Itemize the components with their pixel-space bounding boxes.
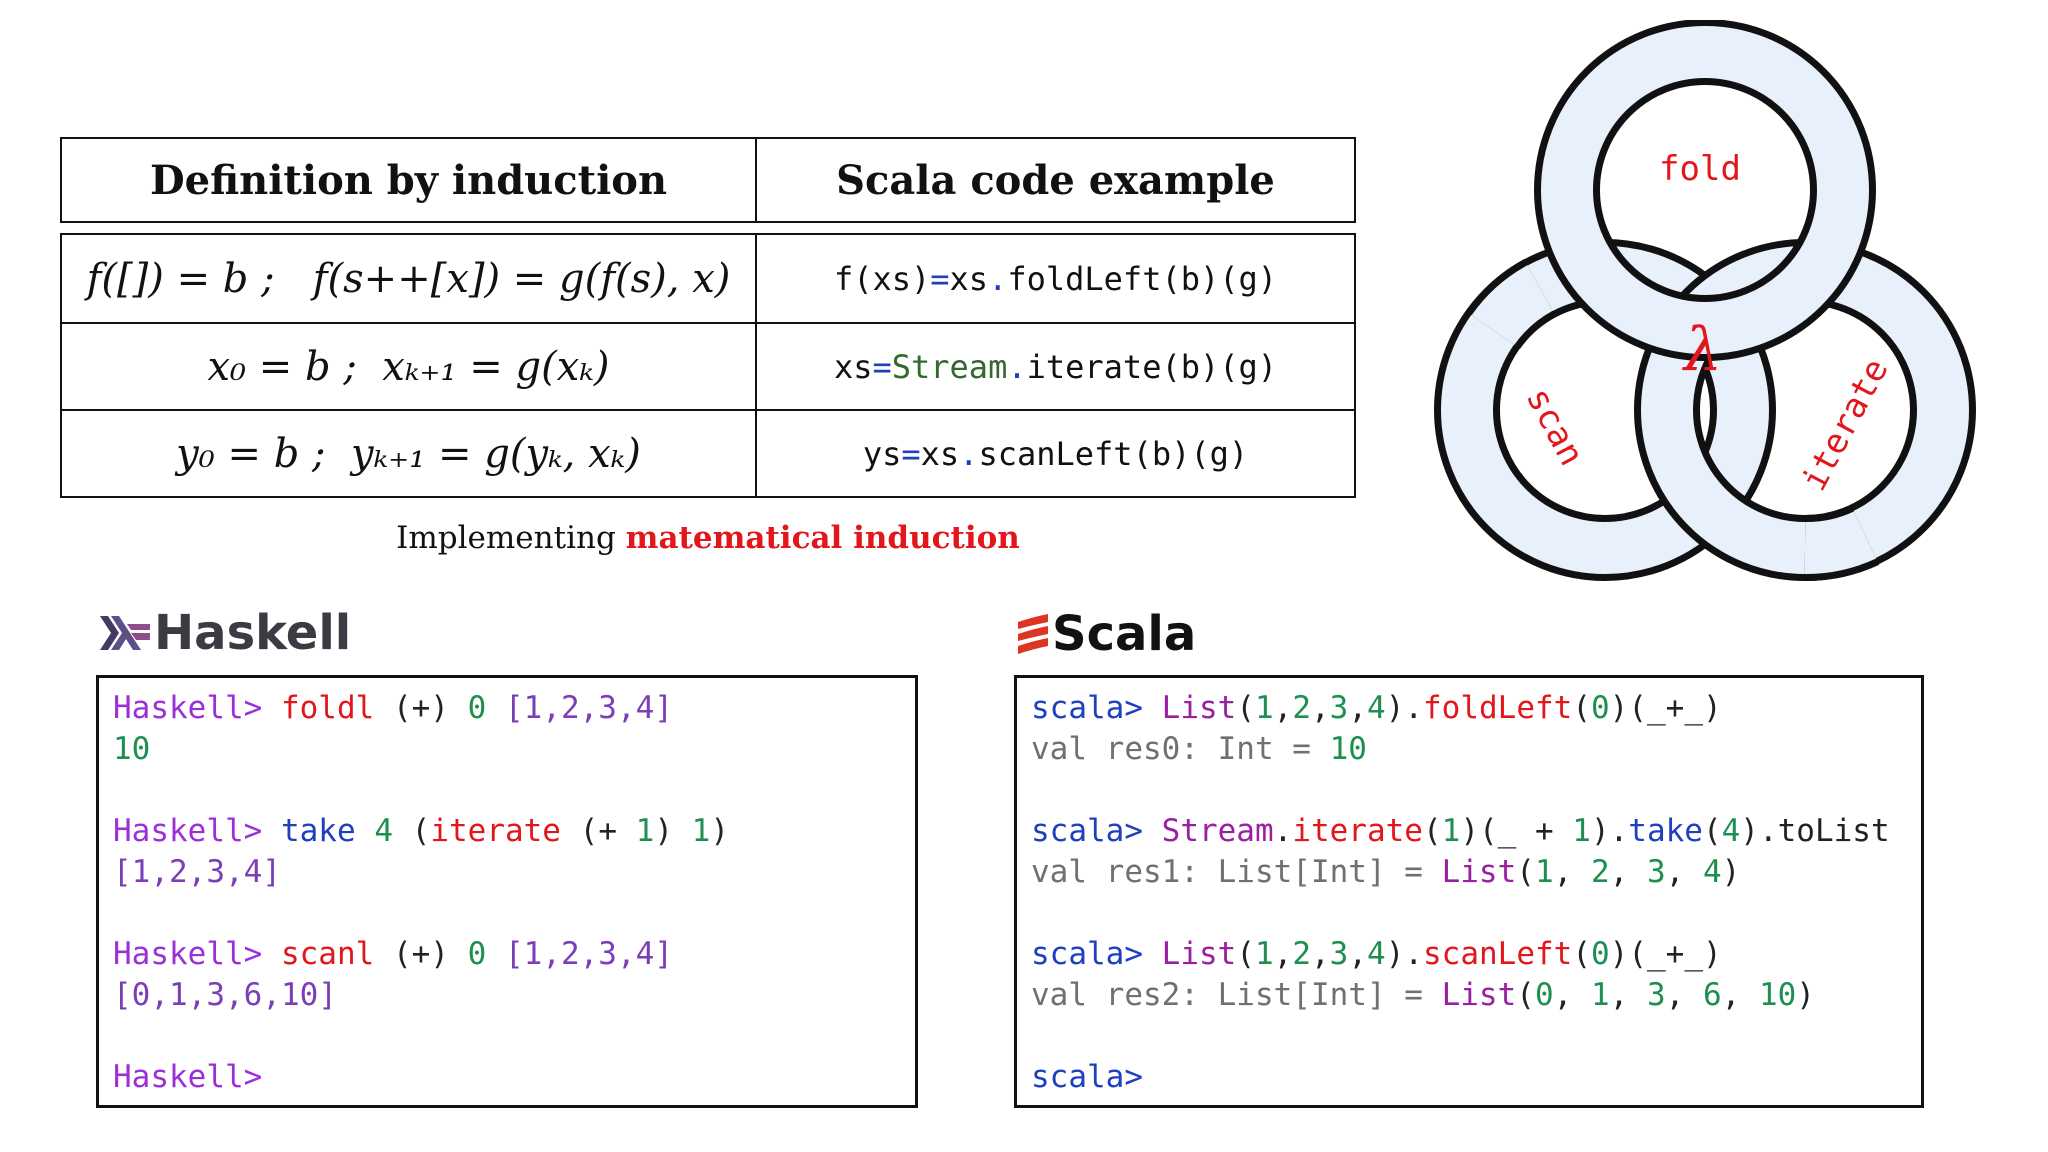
object-name: Stream	[1161, 813, 1274, 849]
scala-code: xs = Stream.iterate(b)(g)	[757, 324, 1354, 409]
scala-code: ys = xs.scanLeft(b)(g)	[757, 411, 1354, 496]
haskell-console[interactable]: Haskell> foldl (+) 0 [1,2,3,4] 10 Haskel…	[96, 675, 918, 1108]
result-decl: val res0: Int =	[1031, 731, 1330, 767]
lambda-symbol: λ	[1682, 315, 1722, 385]
scala-logo-icon	[1018, 614, 1048, 654]
haskell-output-line: [0,1,3,6,10]	[113, 977, 337, 1013]
haskell-input-line: Haskell> scanl (+) 0 [1,2,3,4]	[113, 934, 901, 975]
code-rhs-b: scanLeft(b)(g)	[978, 434, 1249, 473]
number: 4	[374, 813, 393, 849]
header-definition: Definition by induction	[62, 139, 757, 221]
number: 1	[691, 813, 711, 849]
caption-prefix: Implementing	[396, 520, 626, 556]
fn-literal: (_+_)	[1628, 936, 1722, 972]
code-rhs-b: iterate(b)(g)	[1026, 347, 1278, 386]
fn-literal: (_+_)	[1628, 690, 1722, 726]
code-lhs: xs	[833, 347, 873, 386]
scala-logo: Scala	[1018, 606, 1196, 662]
definition-table: Definition by induction Scala code examp…	[60, 137, 1356, 498]
code-eq: =	[901, 434, 921, 473]
scala-output-line: val res0: Int = 10	[1031, 729, 1907, 770]
caption-highlight: matematical induction	[625, 520, 1020, 556]
fn-args: (+)	[374, 690, 468, 726]
fn-name: iterate	[430, 813, 561, 849]
scala-prompt: scala>	[1031, 936, 1143, 972]
haskell-prompt: Haskell>	[113, 1059, 263, 1095]
knot-label-fold: fold	[1659, 149, 1741, 189]
scala-console[interactable]: scala> List(1,2,3,4).foldLeft(0)(_+_) va…	[1014, 675, 1924, 1108]
header-scala-example: Scala code example	[836, 156, 1275, 204]
math-definition: y₀ = b ; yₖ₊₁ = g(yₖ, xₖ)	[62, 411, 757, 496]
scala-prompt: scala>	[1031, 813, 1143, 849]
number: 0	[467, 936, 487, 972]
haskell-input-line[interactable]: Haskell>	[113, 1057, 901, 1098]
table-header: Definition by induction Scala code examp…	[60, 137, 1356, 223]
haskell-prompt: Haskell>	[113, 813, 263, 849]
code-lhs: f(xs)	[833, 259, 931, 298]
knot-label-scan: scan	[1518, 381, 1592, 472]
fn-args: (+)	[374, 936, 468, 972]
haskell-output-line: [1,2,3,4]	[113, 854, 281, 890]
list-literal: [1,2,3,4]	[504, 936, 673, 972]
code-eq: =	[930, 259, 950, 298]
code-dot: .	[1007, 347, 1027, 386]
table-row: y₀ = b ; yₖ₊₁ = g(yₖ, xₖ) ys = xs.scanLe…	[62, 409, 1354, 496]
object-name: List	[1441, 854, 1517, 890]
knot-label-iterate: iterate	[1794, 352, 1897, 497]
table-body: f([]) = b ; f(s++[x]) = g(f(s), x) f(xs)…	[60, 233, 1356, 498]
method-name: foldLeft	[1423, 690, 1573, 726]
code-rhs-a: Stream	[891, 347, 1008, 386]
code-rhs-b: foldLeft(b)(g)	[1007, 259, 1278, 298]
scala-input-line: scala> List(1,2,3,4).foldLeft(0)(_+_)	[1031, 690, 1722, 726]
method-name: scanLeft	[1423, 936, 1573, 972]
haskell-output-line: 10	[113, 731, 151, 767]
object-name: List	[1161, 690, 1237, 726]
haskell-prompt: Haskell>	[113, 690, 263, 726]
caption: Implementing matematical induction	[60, 520, 1356, 556]
haskell-prompt: Haskell>	[113, 936, 263, 972]
table-row: f([]) = b ; f(s++[x]) = g(f(s), x) f(xs)…	[62, 235, 1354, 322]
code-dot: .	[959, 434, 979, 473]
fn-name: take	[280, 813, 356, 849]
fn-name: scanl	[280, 936, 375, 972]
trefoil-knot-diagram: fold scan iterate λ	[1400, 20, 2020, 600]
table-row: x₀ = b ; xₖ₊₁ = g(xₖ) xs = Stream.iterat…	[62, 322, 1354, 409]
object-name: List	[1161, 936, 1237, 972]
scala-code: f(xs) = xs.foldLeft(b)(g)	[757, 235, 1354, 322]
math-definition: f([]) = b ; f(s++[x]) = g(f(s), x)	[62, 235, 757, 322]
code-dot: .	[988, 259, 1008, 298]
scala-prompt: scala>	[1031, 690, 1143, 726]
scala-logo-text: Scala	[1052, 606, 1197, 662]
fn-args: (+	[579, 813, 636, 849]
method-tail: .toList	[1758, 813, 1890, 849]
result-decl: val res2: List[Int] =	[1031, 977, 1442, 1013]
haskell-logo: Haskell	[100, 605, 351, 661]
math-definition: x₀ = b ; xₖ₊₁ = g(xₖ)	[62, 324, 757, 409]
scala-output-line: val res2: List[Int] = List(0, 1, 3, 6, 1…	[1031, 977, 1815, 1013]
number: 1	[635, 813, 655, 849]
haskell-logo-icon	[100, 616, 150, 650]
list-literal: [1,2,3,4]	[504, 690, 673, 726]
result-decl: val res1: List[Int] =	[1031, 854, 1442, 890]
scala-input-line: scala> List(1,2,3,4).scanLeft(0)(_+_)	[1031, 936, 1722, 972]
method-name: take	[1628, 813, 1703, 849]
code-rhs-a: xs	[920, 434, 960, 473]
fn-name: foldl	[280, 690, 375, 726]
code-lhs: ys	[862, 434, 902, 473]
haskell-logo-text: Haskell	[154, 605, 352, 661]
code-rhs-a: xs	[949, 259, 989, 298]
number: 0	[467, 690, 487, 726]
haskell-input-line: Haskell> take 4 (iterate (+ 1) 1)	[113, 813, 729, 849]
method-name: iterate	[1292, 813, 1423, 849]
scala-output-line: val res1: List[Int] = List(1, 2, 3, 4)	[1031, 854, 1741, 890]
object-name: List	[1441, 977, 1517, 1013]
result-value: 10	[1329, 731, 1367, 767]
haskell-input-line: Haskell> foldl (+) 0 [1,2,3,4]	[113, 688, 901, 729]
code-eq: =	[872, 347, 892, 386]
scala-input-line[interactable]: scala>	[1031, 1057, 1907, 1098]
scala-input-line: scala> Stream.iterate(1)(_ + 1).take(4).…	[1031, 813, 1890, 849]
scala-prompt: scala>	[1031, 1059, 1143, 1095]
